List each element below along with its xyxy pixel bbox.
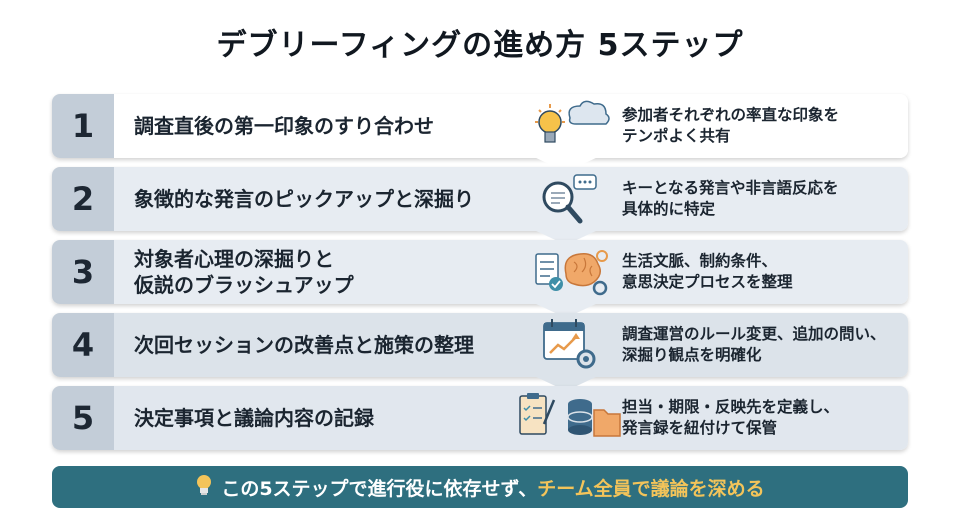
step-label: 象徴的な発言のピックアップと深掘り <box>134 187 474 211</box>
step-description-line: 参加者それぞれの率直な印象を <box>622 106 840 125</box>
step-label: 調査直後の第一印象のすり合わせ <box>134 114 434 138</box>
summary-highlight: チーム全員で議論を深める <box>537 477 765 500</box>
step-label-line: 仮説のブラッシュアップ <box>134 273 354 297</box>
step-3: 3 対象者心理の深掘りと 仮説のブラッシュアップ 生活文脈、制約条件、 意思決定… <box>52 240 908 318</box>
step-body <box>114 167 908 245</box>
step-label: 次回セッションの改善点と施策の整理 <box>134 333 474 357</box>
step-description: 担当・期限・反映先を定義し、 発言録を紐付けて保管 <box>622 386 902 450</box>
step-description: 生活文脈、制約条件、 意思決定プロセスを整理 <box>622 240 902 304</box>
step-description-line: 具体的に特定 <box>622 200 716 218</box>
step-1: 1 調査直後の第一印象のすり合わせ 参加者それぞれの率直な印象を テンポよく共有 <box>52 94 908 172</box>
step-description-line: 担当・期限・反映先を定義し、 <box>622 398 840 417</box>
step-body <box>114 313 908 391</box>
step-description: キーとなる発言や非言語反応を 具体的に特定 <box>622 167 902 231</box>
step-number: 2 <box>52 167 114 231</box>
calendar-growth-gear-icon <box>530 317 610 373</box>
brain-checklist-gears-icon <box>530 244 610 300</box>
step-description-line: 発言録を紐付けて保管 <box>622 419 778 437</box>
step-body <box>114 94 908 172</box>
magnifier-speech-icon <box>530 171 610 227</box>
step-label: 決定事項と議論内容の記録 <box>134 406 374 430</box>
step-description-line: 調査運営のルール変更、追加の問い、 <box>622 325 886 344</box>
step-description-line: テンポよく共有 <box>622 127 731 145</box>
step-number: 5 <box>52 386 114 450</box>
step-5: 5 決定事項と議論内容の記録 担当・期限・反映先を定義し、 発言録を紐付けて保管 <box>52 386 908 450</box>
step-description-line: 深掘り観点を明確化 <box>622 346 762 364</box>
step-description: 参加者それぞれの率直な印象を テンポよく共有 <box>622 94 902 158</box>
step-number: 3 <box>52 240 114 304</box>
step-body <box>114 240 908 318</box>
step-number: 4 <box>52 313 114 377</box>
step-number: 1 <box>52 94 114 158</box>
step-2: 2 象徴的な発言のピックアップと深掘り キーとなる発言や非言語反応を 具体的に特… <box>52 167 908 245</box>
summary-banner: この5ステップで進行役に依存せず、 チーム全員で議論を深める <box>52 466 908 508</box>
lightbulb-cloud-icon <box>530 98 610 154</box>
clipboard-database-folder-icon <box>514 390 624 446</box>
summary-text: この5ステップで進行役に依存せず、 <box>221 477 538 500</box>
step-description-line: キーとなる発言や非言語反応を <box>622 179 839 198</box>
step-description-line: 生活文脈、制約条件、 <box>622 252 778 271</box>
step-body <box>114 386 908 450</box>
page-title: デブリーフィングの進め方 5ステップ <box>216 28 744 63</box>
lightbulb-icon <box>195 474 213 501</box>
step-label: 対象者心理の深掘りと 仮説のブラッシュアップ <box>134 240 534 304</box>
step-description: 調査運営のルール変更、追加の問い、 深掘り観点を明確化 <box>622 313 902 377</box>
step-description-line: 意思決定プロセスを整理 <box>622 273 793 291</box>
step-label-line: 対象者心理の深掘りと <box>134 247 334 271</box>
step-4: 4 次回セッションの改善点と施策の整理 調査運営のルール変更、追加の問い、 深掘… <box>52 313 908 391</box>
